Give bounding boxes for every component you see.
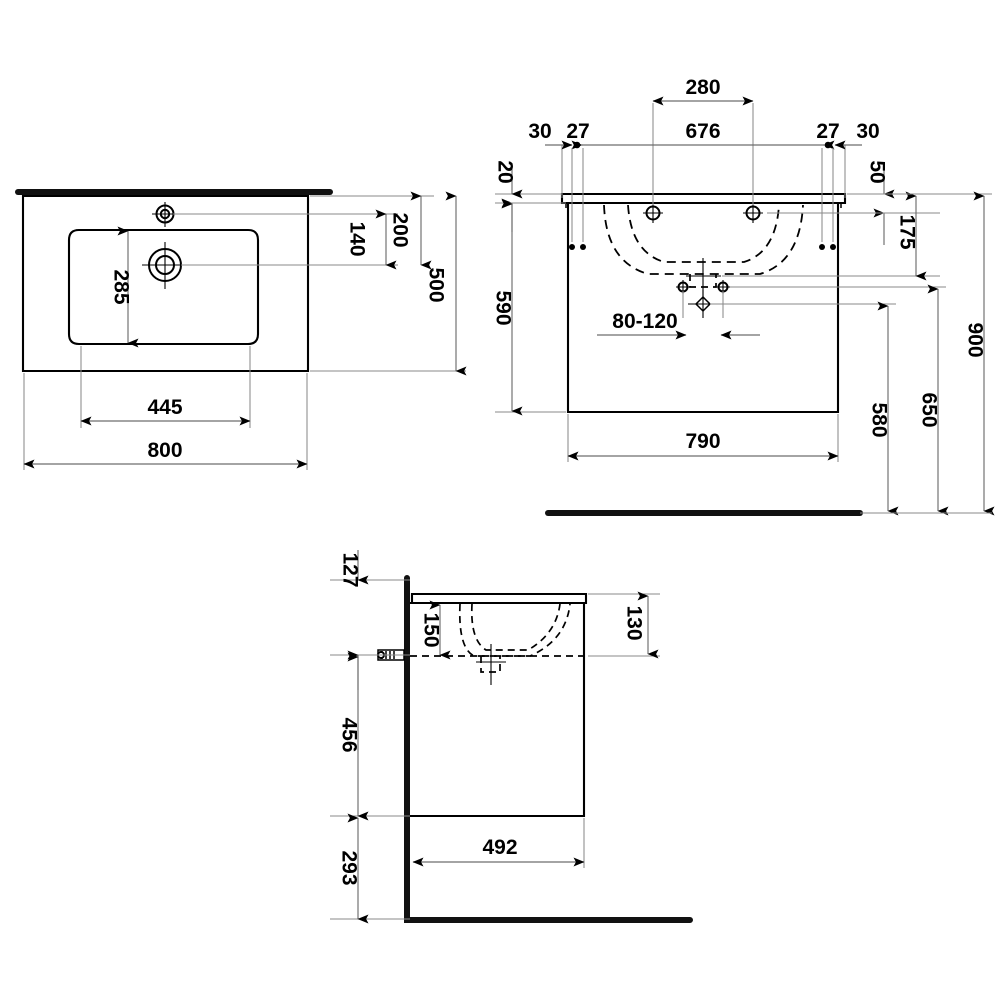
dim-293-label: 293 [338, 850, 361, 885]
dim-580-label: 580 [868, 402, 891, 437]
dim-456: 456 [330, 652, 410, 821]
front-tap-hole-right [743, 203, 763, 223]
dim-27-left: 27 [566, 120, 590, 242]
dim-790-label: 790 [685, 430, 720, 453]
dim-280: 280 [652, 76, 754, 205]
dim-590: 590 [492, 199, 566, 416]
dim-456-label: 456 [338, 717, 361, 752]
dim-140: 140 [173, 209, 398, 270]
dim-150: 150 [420, 600, 451, 660]
dim-30-left: 30 [528, 120, 573, 198]
dim-500: 500 [310, 191, 467, 376]
dim-30-left-label: 30 [528, 120, 551, 143]
dim-280-label: 280 [685, 76, 720, 99]
dim-27-left-label: 27 [566, 120, 589, 143]
dim-130: 130 [588, 591, 660, 659]
dim-50-label: 50 [866, 160, 889, 183]
dim-150-label: 150 [420, 612, 443, 647]
side-countertop-slab [410, 592, 588, 605]
dim-30-right-label: 30 [856, 120, 879, 143]
front-countertop-slab [560, 192, 847, 205]
dim-650: 650 [730, 284, 949, 516]
dim-80-120-label: 80-120 [612, 310, 677, 333]
dim-27-right-label: 27 [816, 120, 839, 143]
dim-676: 676 [571, 120, 835, 150]
dim-676-label: 676 [685, 120, 720, 143]
front-basin-hidden-inner [627, 204, 780, 263]
dim-285-label: 285 [110, 269, 133, 304]
side-basin-hidden-inner [470, 603, 561, 651]
dim-492: 492 [412, 818, 585, 868]
dim-580: 580 [710, 301, 899, 516]
dim-900: 900 [847, 191, 995, 516]
plan-basin-outline [67, 228, 260, 346]
dim-790: 790 [567, 414, 839, 462]
dim-50: 50 [847, 160, 905, 245]
dim-590-label: 590 [492, 290, 515, 325]
dim-200: 200 [310, 191, 434, 270]
side-basin-hidden-outer [458, 603, 571, 657]
dim-293: 293 [330, 813, 410, 924]
plan-view: 285 445 800 140 200 [15, 189, 467, 470]
dim-492-label: 492 [482, 836, 517, 859]
dim-200-label: 200 [389, 212, 412, 247]
dim-175: 175 [722, 191, 940, 281]
dim-80-120: 80-120 [597, 310, 760, 340]
dim-800-label: 800 [147, 439, 182, 462]
dim-500-label: 500 [425, 267, 448, 302]
dim-127-label: 127 [339, 552, 362, 587]
side-wall-floor-profile [404, 575, 693, 923]
front-basin-hidden-outer [603, 204, 804, 275]
dim-650-label: 650 [918, 392, 941, 427]
dim-800: 800 [23, 373, 308, 470]
front-view: 280 676 30 27 27 30 [492, 76, 995, 516]
dim-445-label: 445 [147, 396, 182, 419]
front-fixing-dots [569, 244, 836, 250]
dim-130-label: 130 [623, 605, 646, 640]
side-view: 127 150 130 456 293 [330, 550, 693, 924]
dim-140-label: 140 [346, 221, 369, 256]
dim-27-right: 27 [816, 120, 840, 242]
dim-445: 445 [80, 346, 251, 428]
dim-285: 285 [110, 226, 139, 348]
dim-20: 20 [494, 160, 562, 232]
dim-20-label: 20 [494, 160, 517, 183]
dim-127: 127 [330, 550, 410, 690]
dim-175-label: 175 [896, 214, 919, 249]
plan-waste-hole [142, 242, 189, 289]
front-tap-hole-left [643, 203, 663, 223]
plan-countertop-outline [21, 194, 310, 373]
dim-30-right: 30 [834, 120, 880, 198]
dim-900-label: 900 [964, 322, 987, 357]
